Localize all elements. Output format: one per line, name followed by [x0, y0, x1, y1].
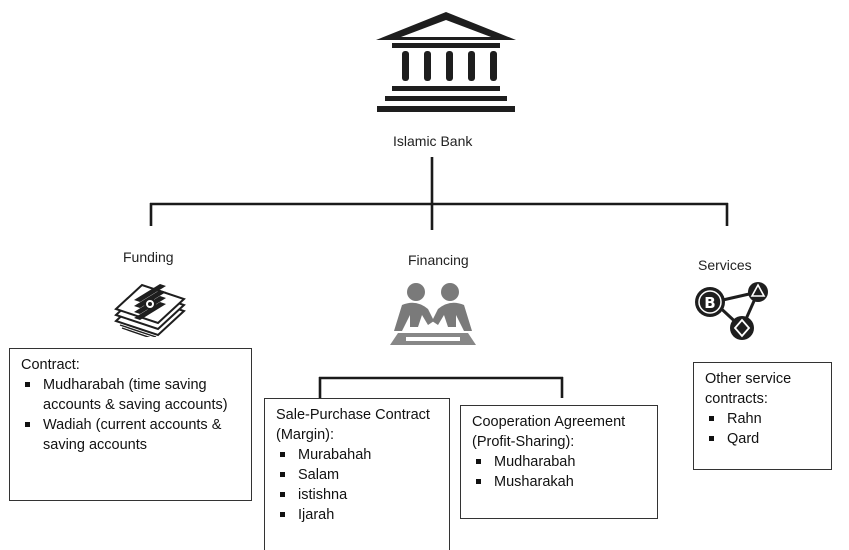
list-item: Ijarah — [276, 505, 441, 525]
list-item: Rahn — [705, 409, 823, 429]
list-item: Wadiah (current accounts & saving accoun… — [21, 415, 243, 455]
cooperation-agreement-title: Cooperation Agreement (Profit-Sharing): — [472, 414, 626, 450]
funding-label: Funding — [123, 249, 174, 265]
list-item: Mudharabah (time saving accounts & savin… — [21, 375, 243, 415]
services-label: Services — [698, 257, 752, 273]
services-contract-box: Other service contracts: Rahn Qard — [693, 362, 832, 470]
handshake-icon — [390, 283, 476, 345]
funding-contract-title: Contract: — [21, 357, 80, 373]
list-item: istishna — [276, 485, 441, 505]
money-stack-icon — [114, 283, 186, 337]
list-item: Salam — [276, 465, 441, 485]
list-item: Musharakah — [472, 472, 649, 492]
list-item: Mudharabah — [472, 452, 649, 472]
funding-contract-list: Mudharabah (time saving accounts & savin… — [21, 375, 243, 455]
sale-purchase-title: Sale-Purchase Contract (Margin): — [276, 407, 430, 443]
sale-purchase-box: Sale-Purchase Contract (Margin): Murabah… — [264, 398, 450, 550]
list-item: Qard — [705, 429, 823, 449]
list-item: Murabahah — [276, 445, 441, 465]
cooperation-agreement-box: Cooperation Agreement (Profit-Sharing): … — [460, 405, 658, 519]
sale-purchase-list: Murabahah Salam istishna Ijarah — [276, 445, 441, 525]
services-contract-list: Rahn Qard — [705, 409, 823, 449]
crypto-network-icon: B — [695, 282, 768, 340]
financing-label: Financing — [408, 252, 469, 268]
cooperation-agreement-list: Mudharabah Musharakah — [472, 452, 649, 492]
bank-icon — [376, 12, 516, 112]
svg-text:B: B — [704, 294, 715, 312]
services-contract-title: Other service contracts: — [705, 371, 792, 407]
funding-contract-box: Contract: Mudharabah (time saving accoun… — [9, 348, 252, 501]
root-label: Islamic Bank — [393, 133, 473, 149]
